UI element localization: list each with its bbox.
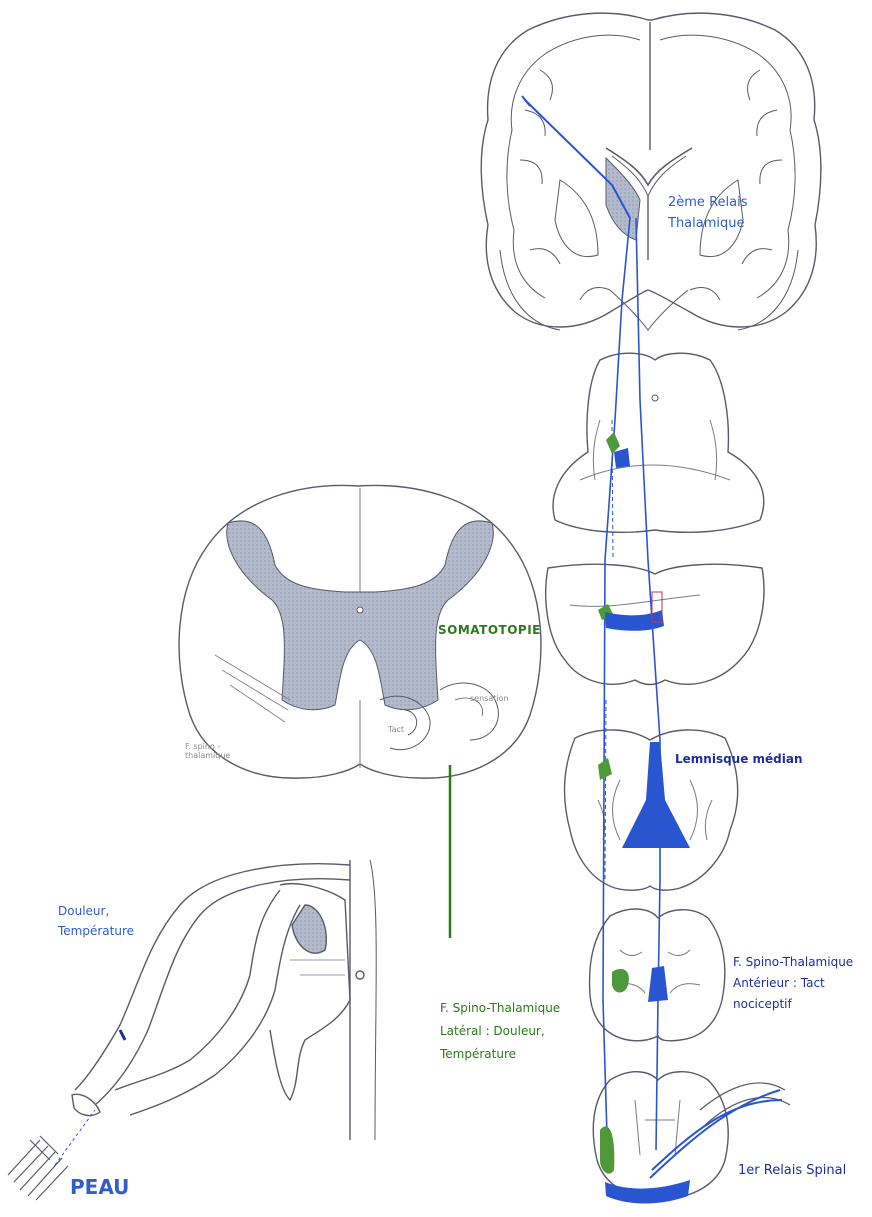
douleur-temperature-label: Douleur, Température: [58, 903, 134, 940]
peau-label: PEAU: [70, 1176, 129, 1198]
spino-lateral-label: F. Spino-Thalamique Latéral : Douleur, T…: [440, 1000, 560, 1063]
spino-lateral-line-3: Température: [440, 1046, 560, 1063]
douleur-line: Douleur,: [58, 903, 134, 920]
thalamic-relay-line-2: Thalamique: [668, 215, 747, 232]
tiny-sensation-label: sensation: [470, 694, 509, 703]
somatotopie-label: SOMATOTOPIE: [438, 622, 541, 639]
thalamic-relay-line-1: 2ème Relais: [668, 194, 747, 211]
spino-anterieur-label: F. Spino-Thalamique Antérieur : Tact noc…: [733, 954, 853, 1013]
spino-lateral-line-1: F. Spino-Thalamique: [440, 1000, 560, 1017]
spinothalamic-tract-line: [603, 218, 630, 1170]
spino-anterieur-line-2: Antérieur : Tact: [733, 975, 853, 992]
thalamic-relay-label: 2ème Relais Thalamique: [668, 194, 747, 232]
lemnisque-label: Lemnisque médian: [675, 751, 803, 768]
tiny-spino-line-2: thalamique: [185, 751, 230, 760]
spino-lateral-line-2: Latéral : Douleur,: [440, 1023, 560, 1040]
green-marker-medulla: [598, 758, 612, 780]
spinal-relay-label: 1er Relais Spinal: [738, 1162, 846, 1179]
spino-anterieur-line-3: nociceptif: [733, 996, 853, 1013]
tiny-tact-label: Tact: [388, 725, 404, 734]
blue-marker-lower: [648, 966, 668, 1002]
peripheral-nerve-diagram: [72, 860, 376, 1140]
thalamus: [606, 158, 640, 240]
skin-fibers: [8, 1136, 68, 1200]
blue-marker-midbrain: [614, 448, 630, 468]
spino-anterieur-line-1: F. Spino-Thalamique: [733, 954, 853, 971]
green-marker-spinal: [600, 1126, 614, 1173]
brain-coronal-section: [481, 13, 821, 330]
blue-marker-pons: [605, 610, 664, 631]
blue-marker-spinal: [605, 1180, 690, 1204]
midbrain-section: [553, 353, 764, 532]
tiny-spino-label: F. spino - thalamique: [185, 742, 230, 760]
spinal-cord-bottom-section: [593, 1072, 728, 1198]
tiny-spino-line-1: F. spino -: [185, 742, 230, 751]
green-marker-midbrain: [606, 432, 620, 454]
temperature-line: Température: [58, 923, 134, 940]
green-marker-lower: [612, 969, 629, 993]
